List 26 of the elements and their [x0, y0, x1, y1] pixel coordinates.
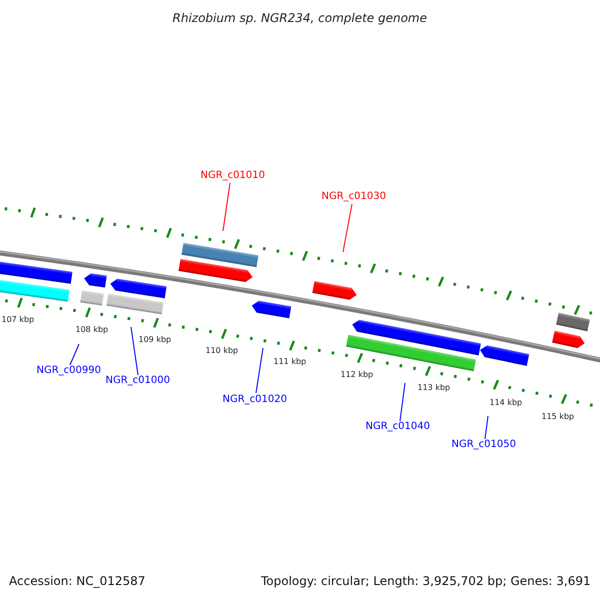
- gene-label: NGR_c01030: [322, 192, 386, 202]
- leader-line: [400, 382, 406, 422]
- scale-label: 113 kbp: [418, 384, 450, 392]
- scale-label: 111 kbp: [274, 358, 306, 366]
- leader-line: [130, 326, 138, 376]
- scale-label: 115 kbp: [542, 413, 574, 421]
- scale-label: 109 kbp: [138, 336, 172, 344]
- gene-label: NGR_c01000: [106, 376, 170, 386]
- gene-label: NGR_c01010: [200, 171, 265, 181]
- leader-line: [342, 204, 352, 252]
- leader-line: [222, 182, 230, 232]
- scale-label: 112 kbp: [340, 371, 374, 379]
- scale-label: 108 kbp: [76, 326, 108, 334]
- scale-label: 110 kbp: [206, 347, 238, 355]
- scale-label: 114 kbp: [490, 399, 522, 407]
- leader-line: [256, 348, 264, 394]
- leader-line: [70, 344, 80, 366]
- leader-line: [484, 416, 488, 440]
- title: Rhizobium sp. NGR234, complete genome: [172, 12, 428, 24]
- gene-label: NGR_c01040: [366, 422, 430, 432]
- genome-stats-text: Topology: circular; Length: 3,925,702 bp; Genes: 3,691: [261, 575, 591, 587]
- gene-label: NGR_c00990: [36, 366, 101, 376]
- gene-label: NGR_c01050: [452, 440, 516, 450]
- accession-text: Accession: NC_012587: [9, 575, 146, 587]
- gene-label: NGR_c01020: [222, 395, 287, 405]
- scale-label: 107 kbp: [2, 316, 34, 324]
